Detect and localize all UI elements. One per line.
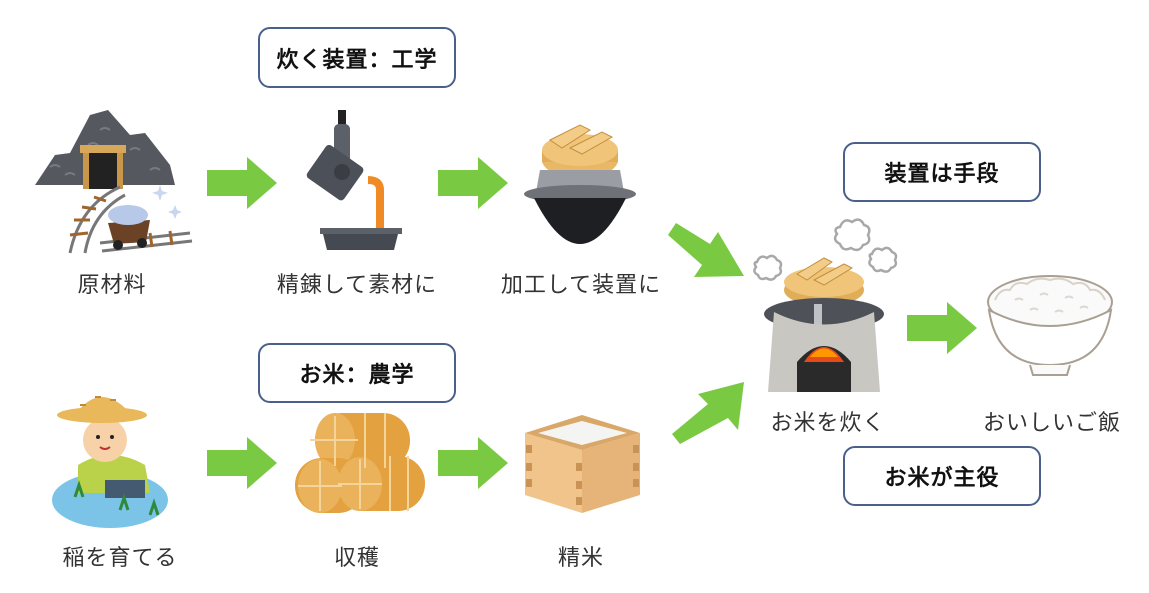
arrow-right-icon [438,157,508,209]
step-label-raw-materials: 原材料 [77,273,147,298]
rice-bowl-icon [987,275,1113,376]
arrow-right-icon [907,302,977,354]
arrow-diagonal-up-icon [672,382,744,444]
callout-rice-is-main: お米が主役 [843,446,1041,506]
arrow-right-icon [438,437,508,489]
step-label-grow-rice: 稲を育てる [62,546,178,571]
step-label-delicious-rice: おいしいご飯 [982,411,1122,436]
mine-icon [35,110,193,254]
arrow-diagonal-down-icon [668,223,744,277]
rice-measure-box-icon [525,415,640,513]
farmer-planting-icon [52,396,168,528]
step-label-harvest: 収穫 [333,546,381,571]
step-label-cook-rice: お米を炊く [770,411,886,436]
callout-rice-agriculture: お米：農学 [258,343,456,403]
callout-device-is-means: 装置は手段 [843,142,1041,202]
arrow-right-icon [207,437,277,489]
stove-cooking-icon [753,218,898,392]
rice-bales-icon [295,413,425,513]
arrow-right-icon [207,157,277,209]
step-label-process: 加工して装置に [500,273,662,298]
smelting-ladle-icon [306,110,402,250]
step-label-polish-rice: 精米 [557,546,605,571]
step-label-refine: 精錬して素材に [276,273,438,298]
callout-cooking-device: 炊く装置：工学 [258,27,456,88]
rice-pot-icon [524,124,636,244]
